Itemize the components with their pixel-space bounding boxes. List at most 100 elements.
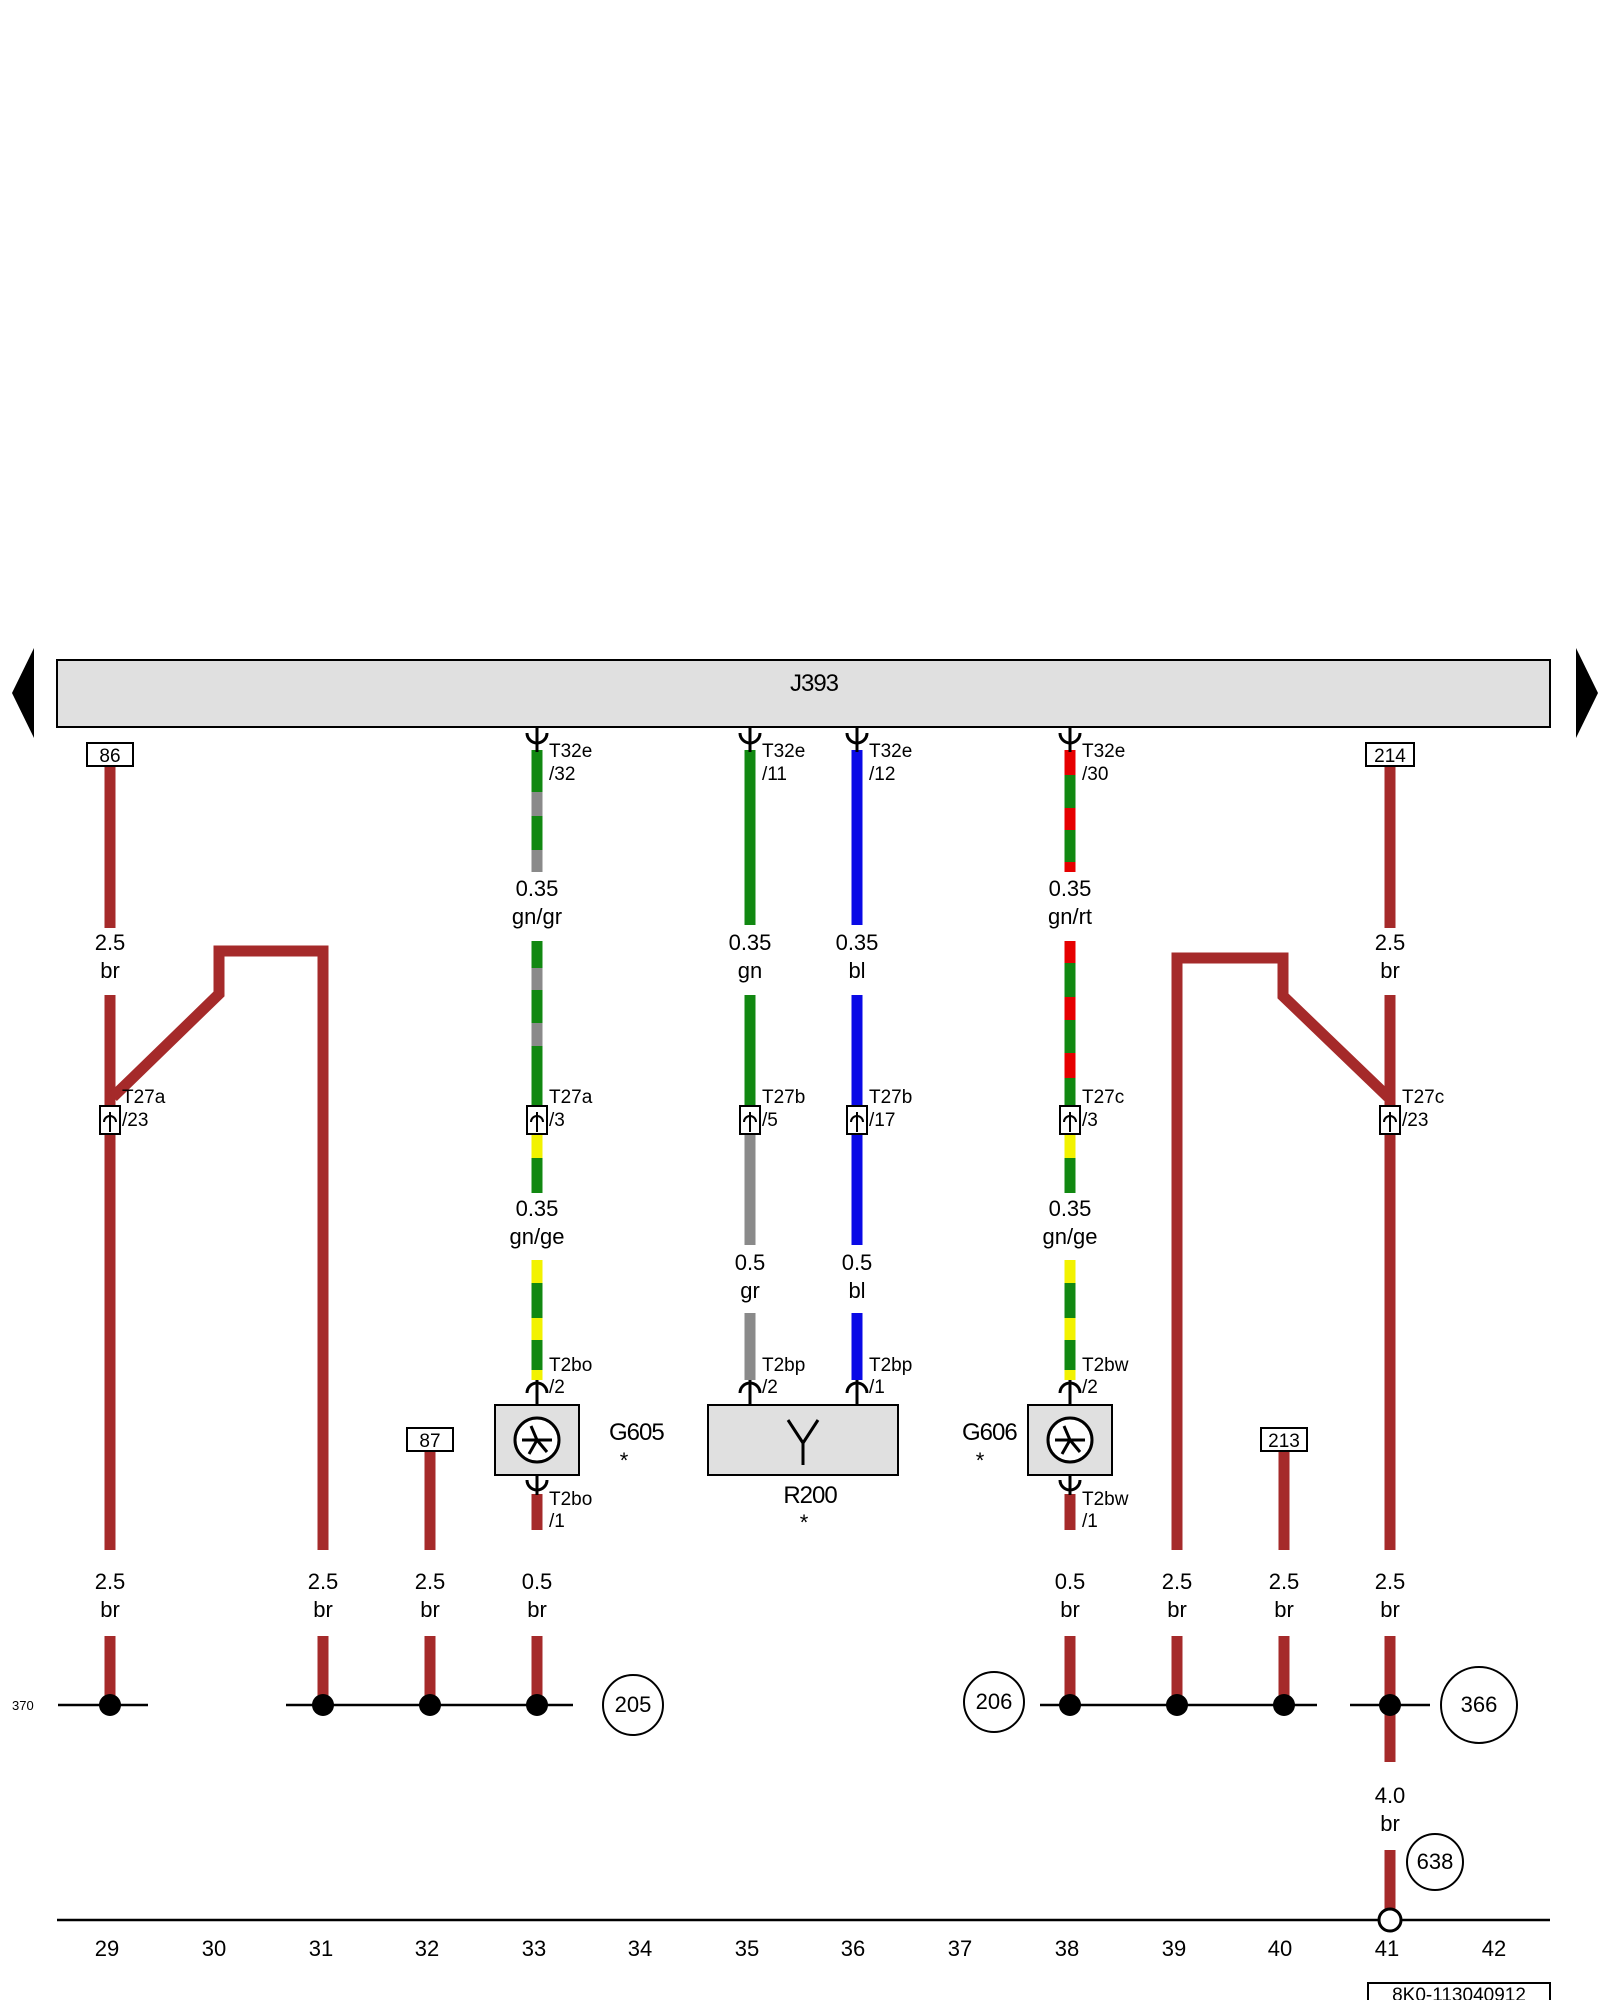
svg-text:0.5: 0.5 <box>842 1250 873 1275</box>
svg-text:br: br <box>1060 1597 1080 1622</box>
svg-text:br: br <box>1380 1811 1400 1836</box>
g605-note: * <box>620 1448 629 1473</box>
terminal-87: 87 <box>419 1431 440 1452</box>
svg-text:/12: /12 <box>869 764 895 785</box>
r200-label: R200 <box>783 1482 837 1509</box>
svg-text:T32e: T32e <box>869 741 912 762</box>
svg-text:/32: /32 <box>549 764 575 785</box>
page-right-arrow-icon[interactable] <box>1576 648 1598 738</box>
ref-circle-638: 638 <box>1417 1849 1454 1874</box>
svg-text:0.35: 0.35 <box>516 1196 559 1221</box>
svg-text:41: 41 <box>1375 1936 1399 1961</box>
svg-text:2.5: 2.5 <box>415 1569 446 1594</box>
svg-text:T32e: T32e <box>549 741 592 762</box>
ground-terminal-icon[interactable] <box>1377 1907 1403 1933</box>
sensor-g606[interactable] <box>1027 1404 1113 1476</box>
svg-text:br: br <box>100 958 120 983</box>
svg-text:2.5: 2.5 <box>95 1569 126 1594</box>
svg-text:0.35: 0.35 <box>729 930 772 955</box>
terminal-214: 214 <box>1374 746 1406 767</box>
svg-text:T27c: T27c <box>1402 1087 1444 1108</box>
svg-text:T32e: T32e <box>1082 741 1125 762</box>
svg-text:30: 30 <box>202 1936 226 1961</box>
g606-note: * <box>976 1448 985 1473</box>
svg-text:0.35: 0.35 <box>516 876 559 901</box>
svg-text:br: br <box>420 1597 440 1622</box>
track-numbers: 29 30 31 32 33 34 35 36 37 38 39 40 41 4… <box>95 1936 1506 1961</box>
svg-text:40: 40 <box>1268 1936 1292 1961</box>
svg-text:T2bo: T2bo <box>549 1355 592 1376</box>
sensor-g605[interactable] <box>494 1404 580 1476</box>
svg-text:br: br <box>527 1597 547 1622</box>
component-pin-symbols <box>525 1380 1082 1495</box>
svg-text:/30: /30 <box>1082 764 1108 785</box>
svg-text:br: br <box>1380 958 1400 983</box>
svg-text:T32e: T32e <box>762 741 805 762</box>
svg-text:2.5: 2.5 <box>1162 1569 1193 1594</box>
svg-text:36: 36 <box>841 1936 865 1961</box>
svg-text:0.35: 0.35 <box>1049 1196 1092 1221</box>
svg-text:T27b: T27b <box>869 1087 912 1108</box>
svg-text:T2bw: T2bw <box>1082 1355 1129 1376</box>
svg-text:/11: /11 <box>762 764 787 785</box>
ground-points[interactable] <box>99 1694 1401 1716</box>
svg-text:35: 35 <box>735 1936 759 1961</box>
svg-text:T27b: T27b <box>762 1087 805 1108</box>
ref-circle-205: 205 <box>615 1692 652 1717</box>
svg-text:gr: gr <box>740 1278 760 1303</box>
svg-text:0.5: 0.5 <box>735 1250 766 1275</box>
svg-text:/2: /2 <box>1082 1377 1098 1398</box>
svg-text:/3: /3 <box>549 1110 565 1131</box>
svg-text:42: 42 <box>1482 1936 1506 1961</box>
ecu-pin-symbols <box>525 727 1082 752</box>
svg-text:T2bp: T2bp <box>762 1355 805 1376</box>
svg-text:/3: /3 <box>1082 1110 1098 1131</box>
svg-text:gn: gn <box>738 958 762 983</box>
svg-text:/5: /5 <box>762 1110 778 1131</box>
svg-text:0.5: 0.5 <box>1055 1569 1086 1594</box>
antenna-r200[interactable] <box>707 1404 899 1476</box>
page-left-arrow-icon[interactable] <box>12 648 34 738</box>
svg-text:0.35: 0.35 <box>836 930 879 955</box>
svg-text:br: br <box>1380 1597 1400 1622</box>
svg-text:T27c: T27c <box>1082 1087 1124 1108</box>
reference-circles[interactable] <box>602 1666 1518 1891</box>
svg-text:T2bw: T2bw <box>1082 1489 1129 1510</box>
svg-text:T27a: T27a <box>122 1087 166 1108</box>
svg-text:29: 29 <box>95 1936 119 1961</box>
svg-text:33: 33 <box>522 1936 546 1961</box>
svg-text:br: br <box>100 1597 120 1622</box>
svg-text:/1: /1 <box>549 1511 565 1532</box>
terminal-213: 213 <box>1268 1431 1300 1452</box>
svg-text:br: br <box>1274 1597 1294 1622</box>
svg-text:/17: /17 <box>869 1110 895 1131</box>
ref-circle-206: 206 <box>976 1689 1013 1714</box>
svg-text:2.5: 2.5 <box>1375 1569 1406 1594</box>
r200-note: * <box>800 1510 809 1535</box>
svg-text:/23: /23 <box>1402 1110 1428 1131</box>
svg-text:/23: /23 <box>122 1110 148 1131</box>
svg-text:39: 39 <box>1162 1936 1186 1961</box>
connector-labels: T32e/32 T32e/11 T32e/12 T32e/30 T27a/23 … <box>122 741 1444 1532</box>
svg-text:br: br <box>1167 1597 1187 1622</box>
svg-text:gn/gr: gn/gr <box>512 904 562 929</box>
svg-text:32: 32 <box>415 1936 439 1961</box>
svg-text:bl: bl <box>848 958 865 983</box>
svg-text:4.0: 4.0 <box>1375 1783 1406 1808</box>
signal-wires <box>531 750 1076 1380</box>
svg-text:0.5: 0.5 <box>522 1569 553 1594</box>
svg-text:2.5: 2.5 <box>1375 930 1406 955</box>
svg-text:34: 34 <box>628 1936 652 1961</box>
diagram-code-box <box>1367 1982 1551 2000</box>
control-unit-j393 <box>56 659 1551 728</box>
svg-text:/1: /1 <box>1082 1511 1098 1532</box>
svg-text:/2: /2 <box>549 1377 565 1398</box>
svg-text:bl: bl <box>848 1278 865 1303</box>
sensor-g606-arrow-icon <box>1055 1425 1085 1455</box>
terminal-86: 86 <box>99 746 120 767</box>
svg-text:/2: /2 <box>762 1377 778 1398</box>
sensor-g605-arrow-icon <box>522 1425 552 1455</box>
svg-text:gn/ge: gn/ge <box>509 1224 564 1249</box>
